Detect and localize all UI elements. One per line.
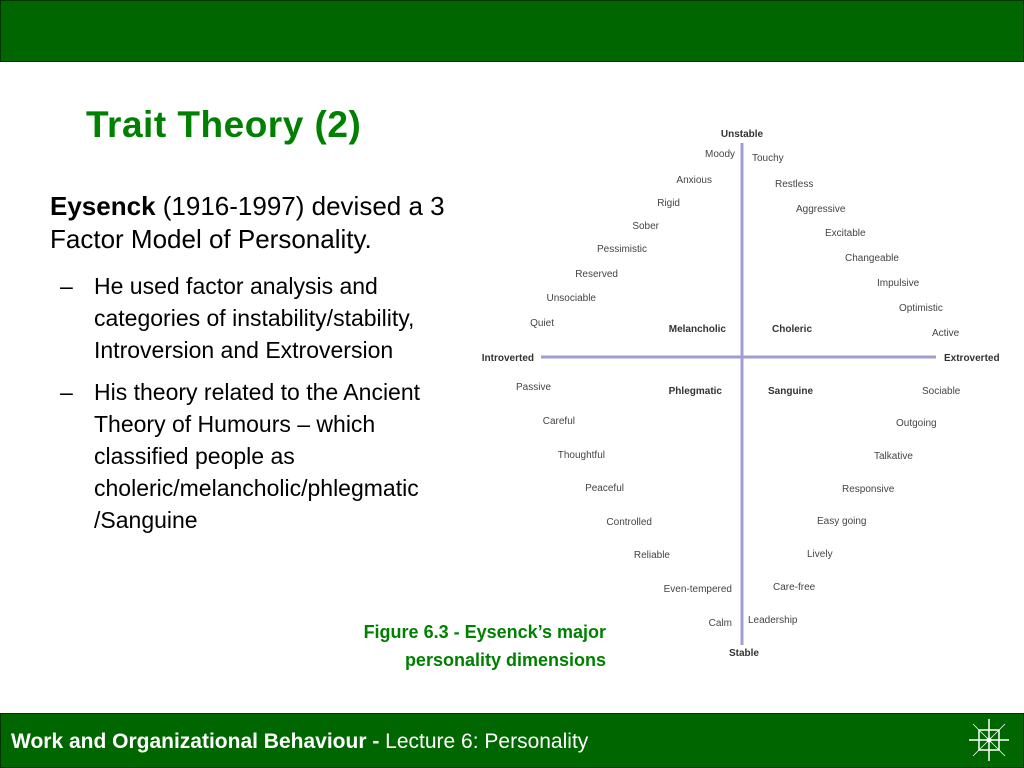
caption-line: Figure 6.3 - Eysenck’s major [363, 622, 606, 642]
lead-name: Eysenck [50, 191, 156, 221]
trait-label: Restless [775, 179, 813, 190]
lead-paragraph: Eysenck (1916-1997) devised a 3 Factor M… [50, 190, 455, 256]
trait-label: Passive [516, 382, 551, 393]
footer-bar: Work and Organizational Behaviour - Lect… [0, 713, 1024, 768]
axis-label-introverted: Introverted [482, 353, 534, 364]
trait-label: Calm [709, 618, 732, 629]
trait-label: Impulsive [877, 278, 920, 289]
trait-label: Excitable [825, 228, 866, 239]
trait-label: Touchy [752, 153, 784, 164]
footer-course: Work and Organizational Behaviour - [11, 730, 386, 753]
quadrant-label-melancholic: Melancholic [669, 324, 727, 335]
axis-label-unstable: Unstable [721, 129, 764, 140]
trait-label: Thoughtful [558, 450, 605, 461]
trait-label: Sociable [922, 386, 961, 397]
compass-star-icon [969, 719, 1009, 761]
trait-label: Reliable [634, 550, 671, 561]
quadrant-label-phlegmatic: Phlegmatic [669, 386, 723, 397]
dash-marker: – [60, 273, 73, 299]
axis-label-stable: Stable [729, 648, 759, 659]
trait-label: Quiet [530, 318, 554, 329]
trait-label: Optimistic [899, 303, 943, 314]
trait-label: Anxious [676, 175, 712, 186]
trait-label: Aggressive [796, 204, 846, 215]
trait-label: Care-free [773, 582, 816, 593]
trait-label: Responsive [842, 484, 895, 495]
trait-label: Sober [632, 221, 659, 232]
slide-body: Eysenck (1916-1997) devised a 3 Factor M… [50, 190, 455, 546]
lead-text: (1916-1997) devised a 3 Factor Model of … [50, 191, 445, 254]
dash-marker: – [60, 379, 73, 405]
trait-label: Changeable [845, 253, 899, 264]
quadrant-label-sanguine: Sanguine [768, 386, 813, 397]
trait-group-lower-left: PassiveCarefulThoughtfulPeacefulControll… [516, 382, 732, 629]
eysenck-diagram: Unstable Stable Introverted Extroverted … [482, 129, 1000, 659]
trait-label: Reserved [575, 269, 618, 280]
trait-label: Careful [543, 416, 575, 427]
trait-label: Active [932, 328, 960, 339]
trait-label: Outgoing [896, 418, 937, 429]
trait-label: Easy going [817, 516, 866, 527]
trait-label: Leadership [748, 615, 798, 626]
trait-label: Unsociable [547, 293, 597, 304]
footer-lecture: Lecture 6: Personality [385, 730, 589, 753]
caption-line: personality dimensions [404, 650, 606, 670]
trait-label: Rigid [657, 198, 680, 209]
trait-label: Moody [705, 149, 735, 160]
trait-label: Talkative [874, 451, 913, 462]
bullet-text: His theory related to the Ancient Theory… [94, 379, 421, 533]
trait-label: Controlled [606, 517, 652, 528]
bullet-text: He used factor analysis and categories o… [94, 273, 415, 363]
trait-group-upper-left: MoodyAnxiousRigidSoberPessimisticReserve… [530, 149, 735, 329]
trait-label: Pessimistic [597, 244, 647, 255]
quadrant-label-choleric: Choleric [772, 324, 812, 335]
bullet-item: –He used factor analysis and categories … [50, 270, 455, 366]
trait-group-upper-right: TouchyRestlessAggressiveExcitableChangea… [752, 153, 960, 339]
trait-label: Peaceful [585, 483, 624, 494]
bullet-list: –He used factor analysis and categories … [50, 270, 455, 536]
bullet-item: –His theory related to the Ancient Theor… [50, 376, 455, 536]
header-bar [0, 0, 1024, 62]
slide-title: Trait Theory (2) [86, 104, 362, 145]
axis-label-extroverted: Extroverted [944, 353, 1000, 364]
figure-caption: Figure 6.3 - Eysenck’s major personality… [266, 618, 606, 674]
trait-label: Even-tempered [664, 584, 732, 595]
footer-text: Work and Organizational Behaviour - Lect… [11, 730, 588, 754]
trait-label: Lively [807, 549, 833, 560]
trait-group-lower-right: SociableOutgoingTalkativeResponsiveEasy … [748, 386, 961, 626]
